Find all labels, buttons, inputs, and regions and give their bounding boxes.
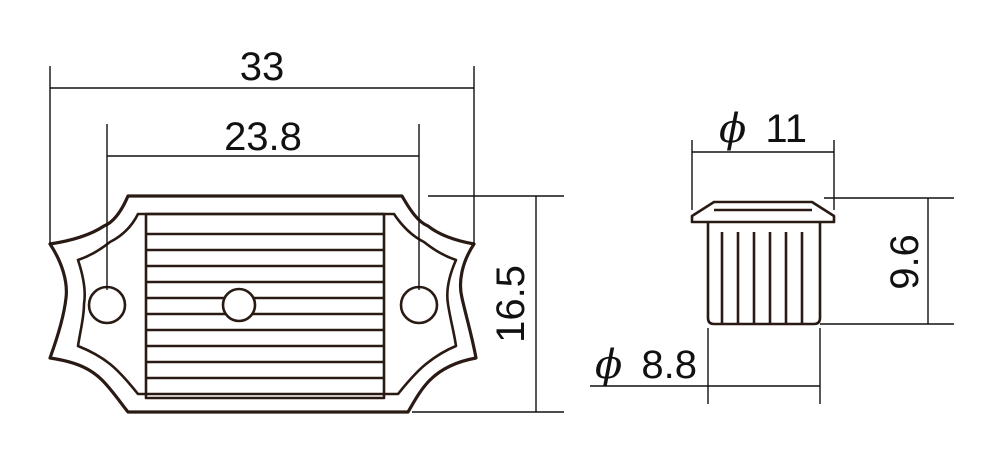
plate-inner-outline	[76, 212, 458, 396]
dimension-knob-bottom-diameter: ϕ 8.8	[590, 328, 821, 404]
dimension-knob-height: 9.6	[820, 197, 954, 325]
plate-top-view	[48, 194, 478, 414]
knob-side-view	[690, 200, 836, 326]
diameter-symbol-icon: ϕ	[595, 342, 622, 388]
diameter-symbol-icon: ϕ	[719, 106, 746, 152]
dimension-overall-width: 33	[49, 45, 475, 244]
knob-height-label: 9.6	[883, 234, 927, 290]
knob-body	[706, 222, 822, 326]
height-label: 16.5	[489, 265, 533, 343]
slide-slot	[144, 212, 386, 400]
knob-top-diameter-label: ϕ 11	[719, 106, 807, 152]
slot-width-label: 23.8	[224, 115, 302, 159]
mounting-hole-right-icon	[399, 285, 439, 325]
mounting-hole-left-icon	[87, 285, 127, 325]
knob-screw-icon	[221, 287, 257, 323]
knob-bottom-diameter-label: ϕ 8.8	[595, 342, 697, 388]
dimension-knob-top-diameter: ϕ 11	[691, 106, 835, 210]
slot-ridges	[146, 232, 384, 380]
dimension-height: 16.5	[412, 195, 564, 413]
knob-ribs	[720, 232, 804, 324]
dimension-slot-width: 23.8	[106, 115, 420, 290]
knob-flange	[690, 200, 836, 224]
overall-width-label: 33	[240, 45, 285, 89]
